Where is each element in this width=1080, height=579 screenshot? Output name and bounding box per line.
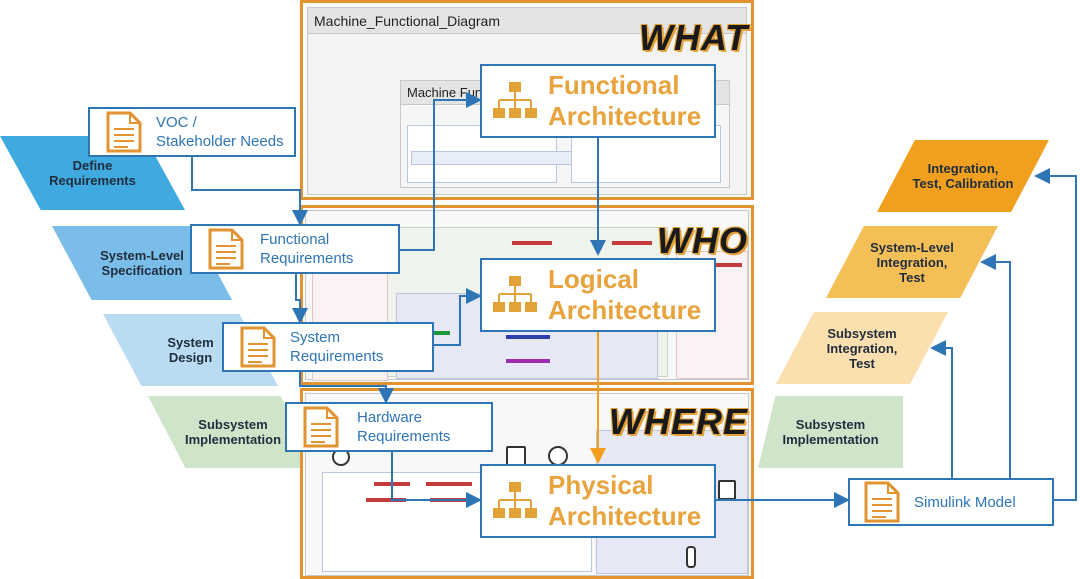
- block-header: [366, 498, 406, 502]
- hierarchy-icon: [493, 482, 537, 518]
- document-icon: [303, 406, 339, 448]
- block-header: [612, 241, 652, 245]
- doc-hardware-requirements[interactable]: Hardware Requirements: [285, 402, 493, 452]
- stage-subsystem-integration-test: Subsystem Integration, Test: [776, 312, 948, 384]
- doc-label: VOC / Stakeholder Needs: [156, 114, 284, 150]
- who-label: WHO: [657, 220, 748, 261]
- block-header: [506, 335, 550, 339]
- doc-label: System Requirements: [290, 329, 384, 365]
- physical-architecture-box[interactable]: Physical Architecture: [480, 464, 716, 538]
- hierarchy-icon: [493, 82, 537, 118]
- stage-subsystem-implementation-right: Subsystem Implementation: [758, 396, 903, 468]
- arrow-simulink-to-integration: [1034, 168, 1077, 501]
- doc-functional-requirements[interactable]: Functional Requirements: [190, 224, 400, 274]
- doc-label: Simulink Model: [914, 493, 1016, 511]
- doc-system-requirements[interactable]: System Requirements: [222, 322, 434, 372]
- arrow-funcreq-to-sysreq: [292, 270, 308, 324]
- stage-label: Subsystem Implementation: [184, 417, 282, 447]
- arrow-simulink-to-system-level: [980, 254, 1011, 478]
- stage-label: Define Requirements: [49, 158, 136, 188]
- functional-architecture-box[interactable]: Functional Architecture: [480, 64, 716, 138]
- stage-label: Integration, Test, Calibration: [912, 161, 1014, 191]
- doc-label: Hardware Requirements: [357, 409, 451, 445]
- window-title: Machine_Functional_Diagram: [308, 8, 746, 34]
- arrow-sysreq-to-hwreq: [299, 372, 394, 404]
- doc-voc-stakeholder-needs[interactable]: VOC / Stakeholder Needs: [88, 107, 296, 157]
- arrow-simulink-to-subsystem: [930, 340, 953, 478]
- thermometer-icon: [686, 546, 696, 568]
- block-header: [506, 359, 550, 363]
- arch-label: Functional Architecture: [548, 70, 702, 131]
- block-header: [428, 331, 450, 335]
- block-header: [426, 482, 472, 486]
- doc-simulink-model[interactable]: Simulink Model: [848, 478, 1054, 526]
- hierarchy-icon: [493, 276, 537, 312]
- document-icon: [864, 481, 900, 523]
- arch-label: Logical Architecture: [548, 264, 702, 325]
- stage-label: System-Level Integration, Test: [870, 239, 954, 285]
- arch-label: Physical Architecture: [548, 470, 702, 531]
- arrow-voc-to-functional: [191, 154, 308, 226]
- stage-label: System-Level Specification: [100, 248, 184, 278]
- doc-label: Functional Requirements: [260, 231, 354, 267]
- document-icon: [240, 326, 276, 368]
- arrow-sysreq-to-logarch: [432, 288, 482, 346]
- arrow-funcreq-to-funcarch: [398, 92, 482, 251]
- logical-architecture-box[interactable]: Logical Architecture: [480, 258, 716, 332]
- document-icon: [106, 111, 142, 153]
- block-header: [512, 241, 552, 245]
- where-label: WHERE: [609, 401, 748, 442]
- what-label: WHAT: [639, 17, 749, 58]
- document-icon: [208, 228, 244, 270]
- stage-label: System Design: [167, 335, 214, 365]
- stage-label: Subsystem Implementation: [782, 417, 879, 447]
- stage-label: Subsystem Integration, Test: [826, 325, 898, 371]
- arrow-hwreq-to-physarch: [391, 452, 482, 508]
